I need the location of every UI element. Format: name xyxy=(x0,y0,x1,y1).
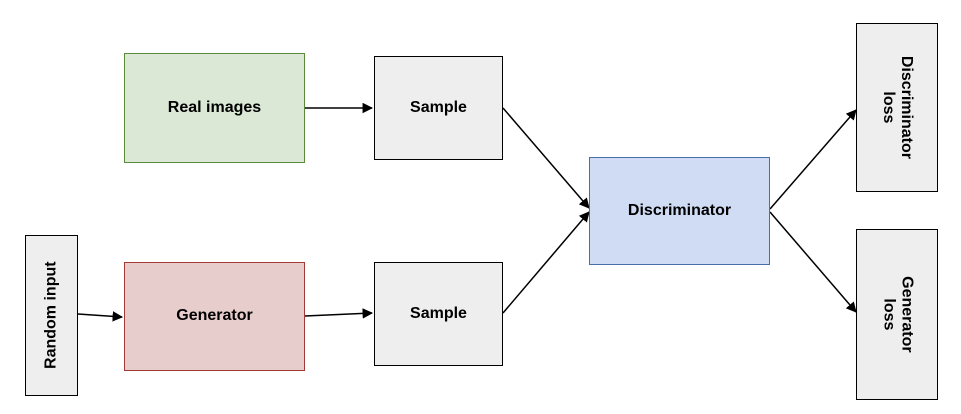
sample-bottom-label: Sample xyxy=(410,304,467,322)
discriminator-loss-label-line1: Discriminator xyxy=(898,55,916,160)
generator-loss-label-line1: Generator xyxy=(898,276,916,353)
edge-discriminator-to-generator-loss xyxy=(769,211,857,313)
sample-top-node: Sample xyxy=(374,56,503,160)
discriminator-loss-label: Discriminator loss xyxy=(879,55,916,160)
sample-top-label: Sample xyxy=(410,98,467,116)
edge-discriminator-to-discriminator-loss xyxy=(769,109,857,210)
real-images-node: Real images xyxy=(124,53,305,163)
discriminator-loss-node: Discriminator loss xyxy=(856,23,938,192)
generator-loss-label: Generator loss xyxy=(879,276,916,353)
real-images-label: Real images xyxy=(167,98,262,116)
discriminator-node: Discriminator xyxy=(589,157,770,265)
sample-bottom-node: Sample xyxy=(374,262,503,366)
discriminator-loss-label-line2: loss xyxy=(880,91,898,124)
generator-loss-node: Generator loss xyxy=(856,229,938,400)
generator-loss-label-line2: loss xyxy=(880,298,897,331)
edge-generator-to-sample xyxy=(304,308,374,319)
generator-label: Generator xyxy=(176,307,253,325)
edge-sample-top-to-discriminator xyxy=(502,107,590,209)
random-input-label: Random input xyxy=(42,261,60,370)
discriminator-label: Discriminator xyxy=(627,201,732,219)
edge-sample-bottom-to-discriminator xyxy=(502,211,590,314)
edge-random-input-to-generator xyxy=(77,311,124,322)
random-input-node: Random input xyxy=(25,235,78,396)
generator-node: Generator xyxy=(124,262,305,371)
